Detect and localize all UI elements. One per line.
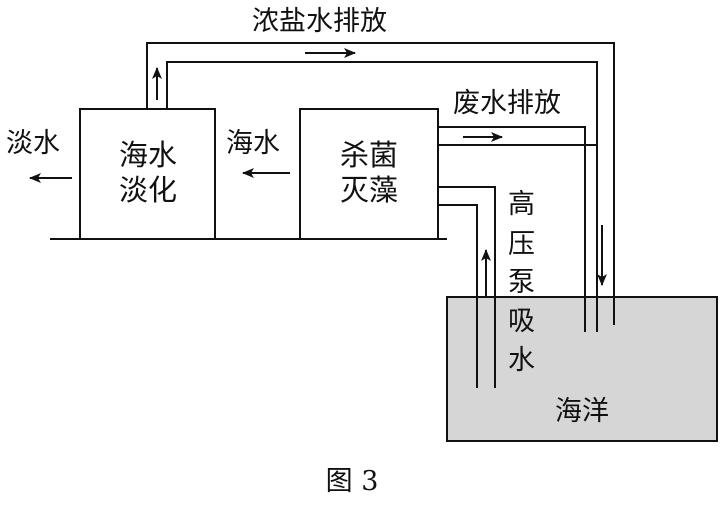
fresh-water-label: 淡水 xyxy=(6,128,60,159)
figure-caption: 图 3 xyxy=(326,466,379,497)
intake-pipe-inner xyxy=(438,204,478,388)
pump-intake-char-1: 高 xyxy=(508,189,535,220)
desalination-box xyxy=(79,108,216,240)
sterilization-label-line-1: 杀菌 xyxy=(340,138,398,172)
ocean-label: 海洋 xyxy=(555,396,609,427)
intake-pipe-outer xyxy=(438,186,496,388)
sterilization-label-line-2: 灭藻 xyxy=(340,173,398,207)
ocean-tank xyxy=(446,296,718,442)
brine-discharge-label: 浓盐水排放 xyxy=(252,6,387,37)
wastewater-discharge-label: 废水排放 xyxy=(453,88,561,119)
pump-intake-char-5: 水 xyxy=(508,345,535,376)
seawater-flow-label: 海水 xyxy=(226,128,280,159)
pump-intake-char-2: 压 xyxy=(508,229,535,260)
sterilization-box xyxy=(299,108,439,240)
desalination-label-line-1: 海水 xyxy=(119,138,177,172)
desalination-label-line-2: 淡化 xyxy=(119,173,177,207)
brine-pipe-inner xyxy=(166,61,598,332)
brine-pipe-outer xyxy=(146,42,615,325)
pump-intake-char-4: 吸 xyxy=(508,306,535,337)
pump-intake-char-3: 泵 xyxy=(508,267,535,298)
waste-pipe-outer xyxy=(438,126,586,332)
